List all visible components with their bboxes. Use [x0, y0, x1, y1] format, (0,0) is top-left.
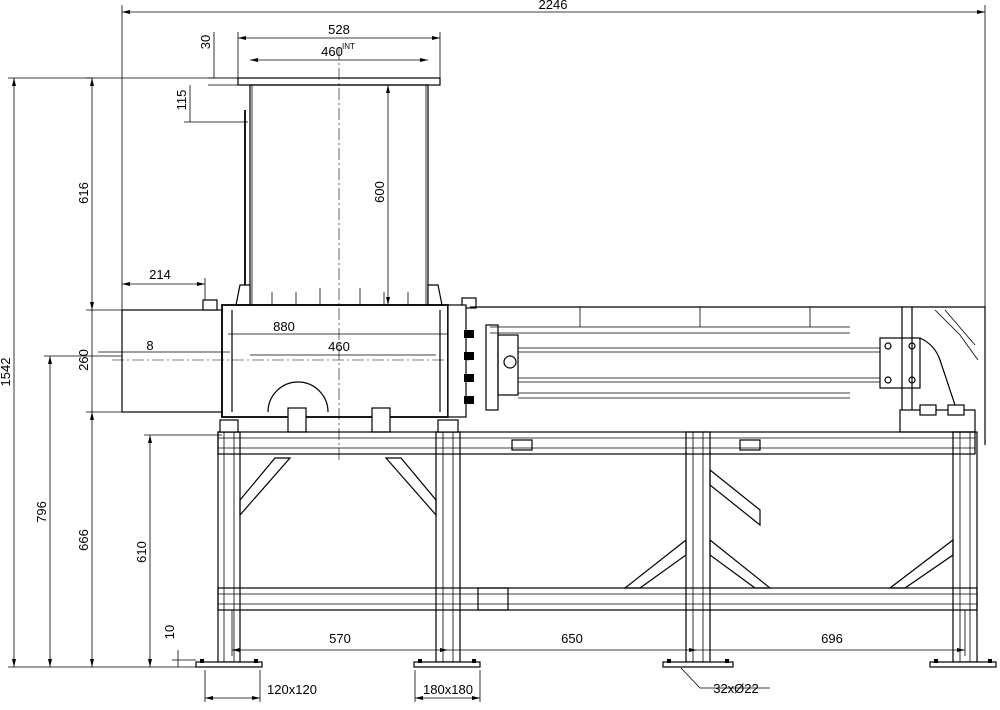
- dim-anchor-holes: 32xØ22: [713, 681, 759, 696]
- cutting-chamber: [112, 297, 519, 433]
- dim-hopper-height: 616: [76, 182, 91, 204]
- dimension-labels: 2246 528 460 INT 30 115 616 600 214 880 …: [0, 0, 843, 697]
- support-frame: [195, 419, 997, 668]
- dim-frame-height-b: 666: [76, 529, 91, 551]
- dim-chamber-length: 880: [273, 319, 295, 334]
- dim-leg-section-large: 180x180: [423, 682, 473, 697]
- dim-inlet-length: 214: [149, 267, 171, 282]
- dim-flange-offset: 115: [174, 90, 189, 111]
- pusher-assembly: [470, 306, 986, 445]
- dim-hopper-inner-suffix: INT: [342, 42, 355, 51]
- dimension-arrows: [12, 10, 985, 700]
- hopper: [235, 48, 443, 460]
- dim-hopper-inner-height: 600: [372, 181, 387, 203]
- dim-flange-thickness: 30: [198, 35, 213, 49]
- dimension-lines: [8, 5, 986, 702]
- dim-chamber-height: 260: [76, 349, 91, 371]
- dim-base-plate-thickness: 10: [162, 625, 177, 639]
- dim-overall-length: 2246: [539, 0, 568, 12]
- dim-total-height: 1542: [0, 358, 13, 387]
- dim-span-3: 696: [821, 631, 843, 646]
- dim-frame-height-c: 610: [134, 541, 149, 563]
- dim-span-2: 650: [561, 631, 583, 646]
- dim-hopper-outer-width: 528: [328, 22, 350, 37]
- dim-span-1: 570: [329, 631, 351, 646]
- dim-leg-section-small: 120x120: [267, 682, 317, 697]
- dim-frame-height-a: 796: [34, 501, 49, 523]
- dim-chamber-inner: 460: [328, 339, 350, 354]
- dim-hopper-inner-width: 460: [321, 44, 343, 59]
- dim-wall-gap: 8: [146, 338, 153, 353]
